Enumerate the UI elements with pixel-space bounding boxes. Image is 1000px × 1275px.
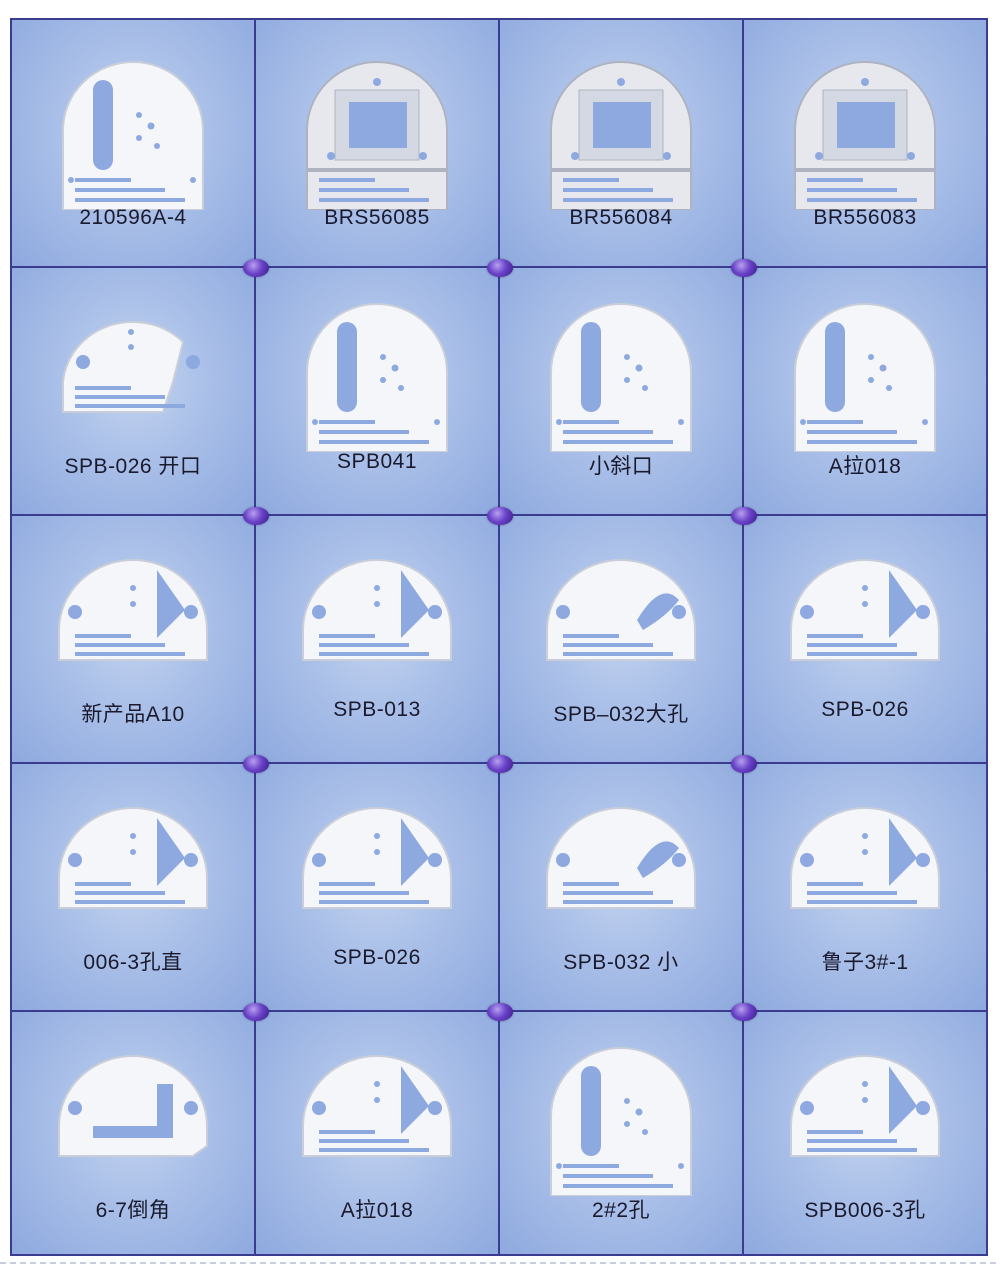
needle-plate-slot-icon (550, 1047, 692, 1196)
grid-connector-dot (731, 755, 757, 773)
product-code-label: SPB-032 小 (563, 951, 679, 974)
product-code-label: 小斜口 (588, 455, 654, 478)
product-code-label: 6-7倒角 (95, 1199, 171, 1222)
needle-plate-d-cut-icon (790, 1055, 940, 1157)
grid-connector-dot (243, 1003, 269, 1021)
product-card: SPB–032大孔 (500, 516, 744, 764)
grid-connector-dot (243, 755, 269, 773)
footer-divider (0, 1262, 1000, 1264)
product-card: 2#2孔 (500, 1012, 744, 1254)
product-code-label: BRS56085 (324, 206, 430, 229)
product-card: A拉018 (744, 268, 986, 516)
product-code-label: SPB-013 (333, 698, 421, 721)
grid-connector-dot (731, 259, 757, 277)
needle-plate-frame-icon (794, 61, 936, 210)
product-code-label: SPB006-3孔 (804, 1199, 926, 1222)
product-card: 210596A-4 (12, 20, 256, 268)
needle-plate-d-cut-icon (302, 807, 452, 909)
grid-connector-dot (487, 755, 513, 773)
needle-plate-d-cut-icon (58, 559, 208, 661)
product-card: 小斜口 (500, 268, 744, 516)
product-card: BRS56085 (256, 20, 500, 268)
product-code-label: BR556084 (569, 206, 673, 229)
grid-connector-dot (731, 507, 757, 525)
needle-plate-chamfer-icon (58, 1055, 208, 1157)
needle-plate-frame-icon (306, 61, 448, 210)
needle-plate-d-cut-icon (302, 1055, 452, 1157)
needle-plate-d-cut-icon (790, 559, 940, 661)
product-code-label: 006-3孔直 (83, 951, 183, 974)
needle-plate-curve-icon (546, 807, 696, 909)
needle-plate-slot-icon (550, 303, 692, 452)
product-card: SPB041 (256, 268, 500, 516)
needle-plate-frame-icon (550, 61, 692, 210)
needle-plate-slot-icon (62, 61, 204, 210)
needle-plate-open-icon (62, 320, 200, 413)
product-card: SPB-026 (256, 764, 500, 1012)
needle-plate-curve-icon (546, 559, 696, 661)
product-code-label: SPB–032大孔 (553, 703, 689, 726)
product-card: BR556083 (744, 20, 986, 268)
needle-plate-slot-icon (794, 303, 936, 452)
product-code-label: SPB-026 开口 (64, 455, 202, 478)
product-card: SPB-026 开口 (12, 268, 256, 516)
needle-plate-d-cut-icon (302, 559, 452, 661)
product-code-label: A拉018 (340, 1199, 414, 1222)
needle-plate-slot-icon (306, 303, 448, 452)
product-card: SPB006-3孔 (744, 1012, 986, 1254)
needle-plate-d-cut-icon (790, 807, 940, 909)
product-code-label: 鲁子3#-1 (821, 951, 909, 974)
product-code-label: 2#2孔 (591, 1199, 651, 1222)
grid-connector-dot (243, 259, 269, 277)
grid-connector-dot (731, 1003, 757, 1021)
product-card: A拉018 (256, 1012, 500, 1254)
needle-plate-d-cut-icon (58, 807, 208, 909)
grid-connector-dot (487, 507, 513, 525)
grid-connector-dot (487, 259, 513, 277)
product-card: 新产品A10 (12, 516, 256, 764)
product-card: SPB-013 (256, 516, 500, 764)
product-code-label: 210596A-4 (79, 206, 187, 229)
product-card: 006-3孔直 (12, 764, 256, 1012)
product-card: 鲁子3#-1 (744, 764, 986, 1012)
grid-connector-dot (243, 507, 269, 525)
product-code-label: A拉018 (828, 455, 902, 478)
product-card: SPB-032 小 (500, 764, 744, 1012)
product-grid: 210596A-4 BRS56085 BR556084 (12, 20, 986, 1254)
product-card: 6-7倒角 (12, 1012, 256, 1254)
product-code-label: 新产品A10 (81, 703, 185, 726)
product-code-label: SPB041 (336, 450, 418, 473)
catalog-frame: 210596A-4 BRS56085 BR556084 (10, 18, 988, 1256)
product-code-label: SPB-026 (333, 946, 421, 969)
product-code-label: BR556083 (813, 206, 917, 229)
product-card: BR556084 (500, 20, 744, 268)
grid-connector-dot (487, 1003, 513, 1021)
product-code-label: SPB-026 (821, 698, 909, 721)
product-card: SPB-026 (744, 516, 986, 764)
